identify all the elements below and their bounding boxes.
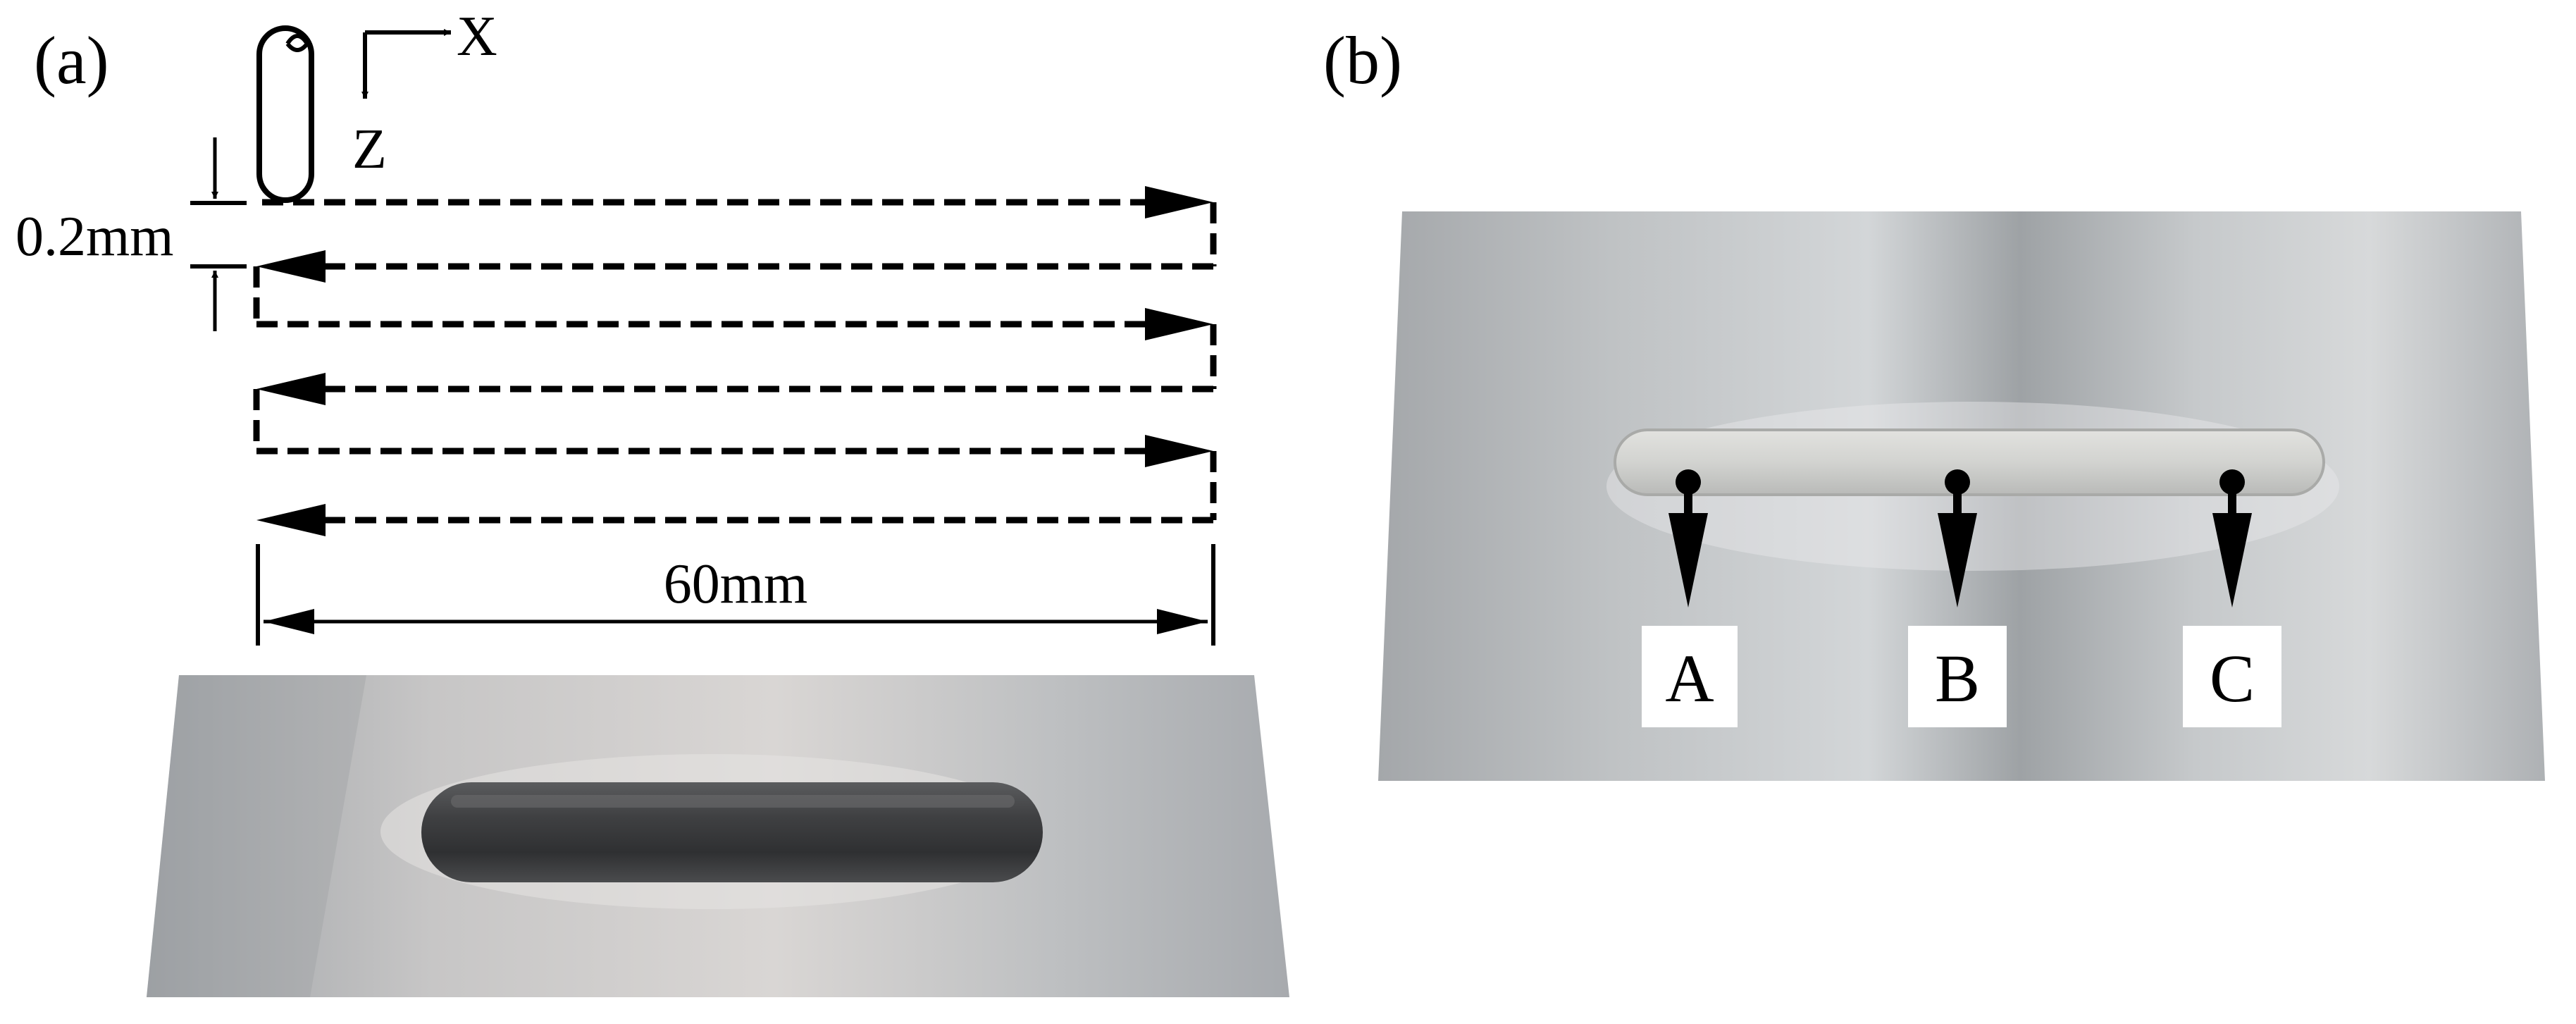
arrow-right-3 — [1145, 435, 1213, 467]
sample-label-a: A — [1665, 641, 1714, 716]
sample-box-c — [2183, 626, 2281, 727]
path-direction-arrows — [256, 186, 1213, 536]
panel-a-label: (a) — [34, 23, 109, 98]
z-axis-label: Z — [352, 118, 387, 180]
length-dimension — [256, 544, 1215, 646]
arrow-right-1 — [1145, 186, 1213, 218]
x-axis-label: X — [457, 6, 497, 68]
arrow-left-2 — [256, 373, 326, 405]
sample-box-b — [1908, 626, 2007, 727]
panel-b-label: (b) — [1323, 23, 1402, 98]
deposition-path — [253, 199, 1217, 524]
sample-box-a — [1642, 626, 1738, 727]
coordinate-axes: X Z — [352, 6, 497, 180]
sample-marker-b: B — [1908, 469, 2007, 727]
photo-track-a — [147, 675, 1289, 997]
arrow-left-3 — [256, 504, 326, 536]
deposited-bead-b — [1614, 428, 2325, 496]
sample-label-c: C — [2210, 641, 2255, 716]
arrow-right-2 — [1145, 308, 1213, 340]
arrow-left-1 — [256, 250, 326, 283]
tool-icon — [256, 25, 314, 203]
layer-spacing-label: 0.2mm — [16, 206, 173, 268]
length-label: 60mm — [664, 553, 807, 615]
sample-marker-a: A — [1642, 469, 1738, 727]
sample-marker-c: C — [2183, 469, 2281, 727]
layer-spacing-dimension — [190, 137, 247, 331]
sample-label-b: B — [1935, 641, 1980, 716]
